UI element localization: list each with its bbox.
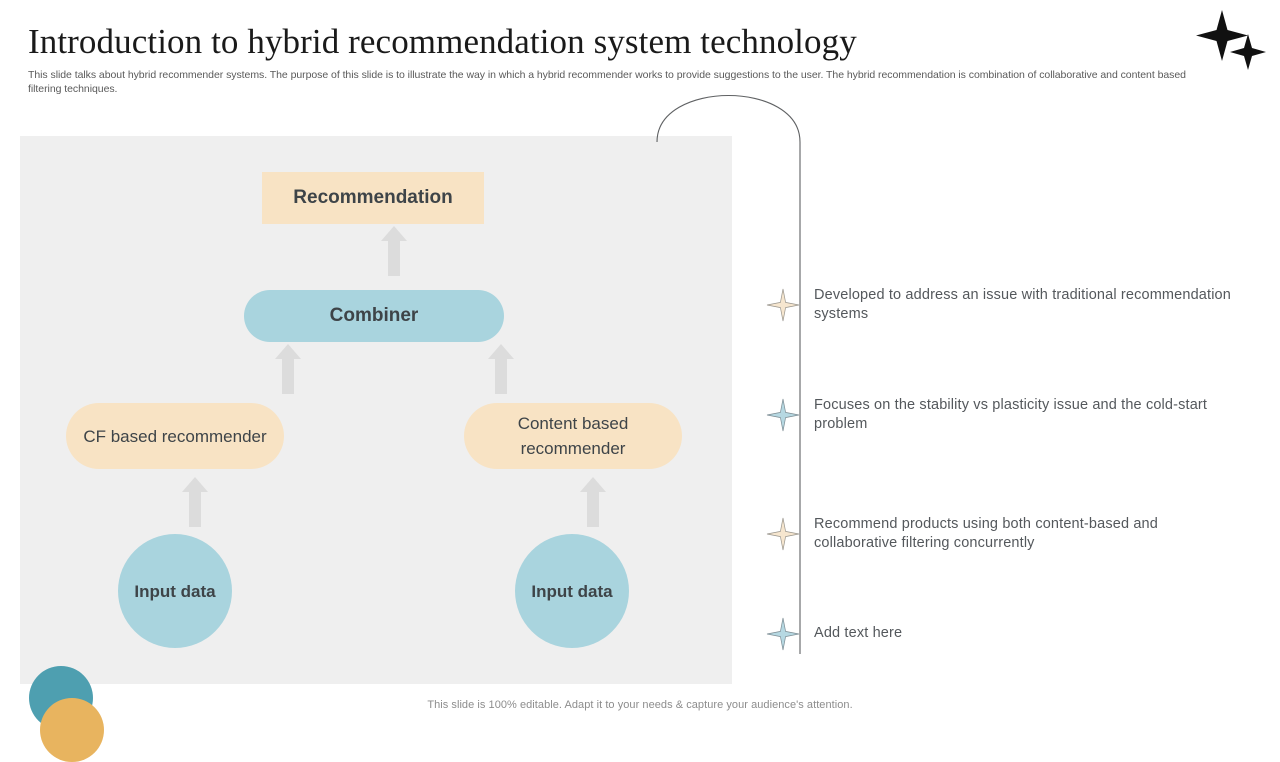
node-combiner[interactable]: Combiner [244, 290, 504, 342]
arrow-up-icon [580, 477, 606, 527]
arrow-up-icon [275, 344, 301, 394]
bullet-text: Developed to address an issue with tradi… [814, 286, 1231, 323]
bullet-item[interactable]: Developed to address an issue with tradi… [766, 283, 1242, 327]
arrow-up-icon [488, 344, 514, 394]
arrow-up-icon [182, 477, 208, 527]
footer-note: This slide is 100% editable. Adapt it to… [427, 699, 853, 711]
bullet-item[interactable]: Focuses on the stability vs plasticity i… [766, 393, 1242, 437]
node-input-data-left[interactable]: Input data [118, 534, 232, 648]
bullet-text: Recommend products using both content-ba… [814, 515, 1158, 552]
star-icon [766, 617, 800, 651]
bullet-text: Focuses on the stability vs plasticity i… [814, 396, 1208, 433]
bullet-text: Add text here [814, 625, 903, 642]
star-icon [766, 517, 800, 551]
page-title: Introduction to hybrid recommendation sy… [28, 22, 857, 61]
star-icon [766, 398, 800, 432]
node-input-data-right[interactable]: Input data [515, 534, 629, 648]
decorative-sparkles [1192, 8, 1276, 74]
arrow-up-icon [381, 226, 407, 276]
node-recommendation[interactable]: Recommendation [262, 172, 484, 224]
star-icon [766, 288, 800, 322]
node-content-based-recommender[interactable]: Content based recommender [464, 403, 682, 469]
diagram-panel: Recommendation Combiner CF based recomme… [20, 136, 732, 684]
page-subtitle: This slide talks about hybrid recommende… [28, 69, 1186, 95]
node-cf-based-recommender[interactable]: CF based recommender [66, 403, 284, 469]
sparkle-icon [1196, 10, 1266, 70]
bullet-item[interactable]: Add text here [766, 612, 1242, 656]
bullet-item[interactable]: Recommend products using both content-ba… [766, 512, 1242, 556]
